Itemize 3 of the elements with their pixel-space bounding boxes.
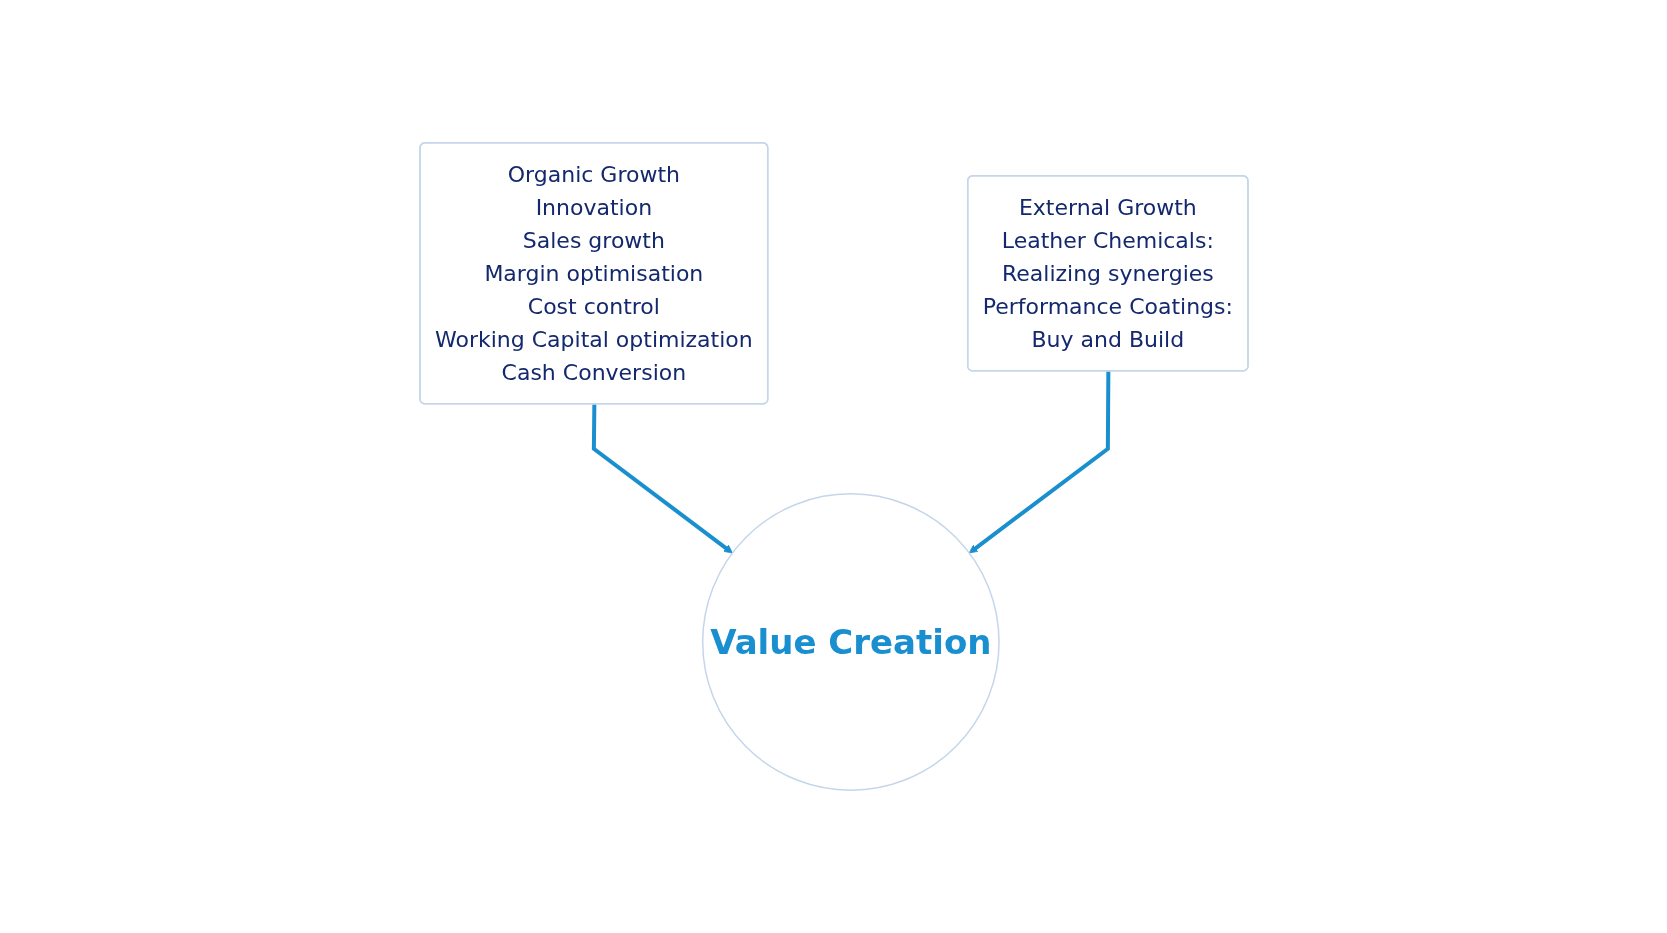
node-circle: Value Creation: [701, 493, 1000, 791]
arrow: [968, 371, 1110, 554]
arrow: [591, 404, 733, 554]
